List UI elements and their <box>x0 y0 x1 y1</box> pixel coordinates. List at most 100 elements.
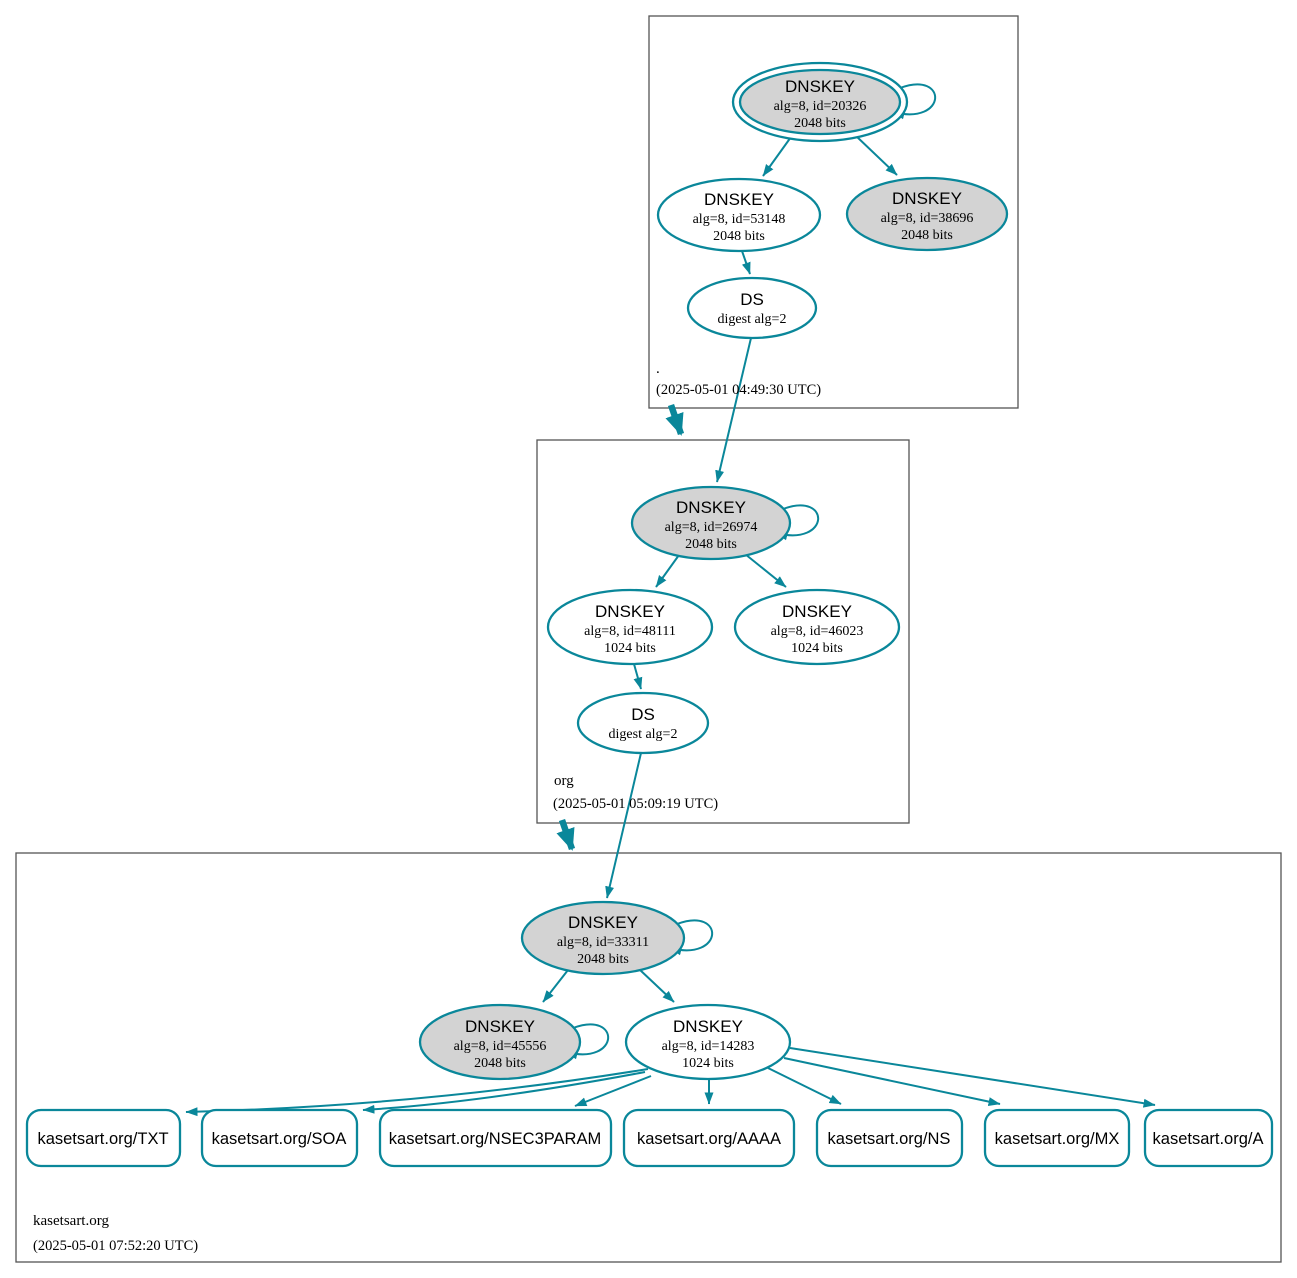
kasetsart-standby-bits: 2048 bits <box>474 1056 526 1071</box>
org-ksk-bits: 2048 bits <box>685 537 737 552</box>
org-zone-timestamp: (2025-05-01 05:09:19 UTC) <box>553 796 718 812</box>
root-standby-bits: 2048 bits <box>901 228 953 243</box>
edge-kasetsart-standby-self-loop <box>565 1023 610 1060</box>
kasetsart-standby-dnskey-node: DNSKEY alg=8, id=45556 2048 bits <box>418 1003 582 1081</box>
rrset-aaaa-box <box>622 1108 796 1168</box>
rrset-a-label: kasetsart.org/A <box>1153 1130 1264 1148</box>
root-ksk-dnskey-node: DNSKEY alg=8, id=20326 2048 bits <box>731 61 909 143</box>
org-zone-label: org <box>554 773 574 789</box>
kasetsart-zsk-title: DNSKEY <box>673 1017 743 1036</box>
rrset-soa-box <box>200 1108 359 1168</box>
kasetsart-ksk-detail: alg=8, id=33311 <box>557 935 649 950</box>
root-ds-title: DS <box>740 290 764 309</box>
rrset-ns-label: kasetsart.org/NS <box>828 1130 951 1148</box>
rrset-mx-box <box>983 1108 1131 1168</box>
kasetsart-zsk-bits: 1024 bits <box>682 1056 734 1071</box>
org-standby-bits: 1024 bits <box>791 641 843 656</box>
org-ds-node: DS digest alg=2 <box>576 691 710 755</box>
edge-delegation-root-to-org <box>665 403 685 436</box>
org-ksk-title: DNSKEY <box>676 498 746 517</box>
org-ds-ellipse <box>576 691 710 755</box>
kasetsart-ksk-dnskey-node: DNSKEY alg=8, id=33311 2048 bits <box>520 900 686 976</box>
root-zsk-bits: 2048 bits <box>713 229 765 244</box>
org-zsk-title: DNSKEY <box>595 602 665 621</box>
kasetsart-zsk-ellipse <box>624 1003 792 1081</box>
edge-delegation-org-to-kasetsart <box>556 818 576 851</box>
rrset-nsec3param-label: kasetsart.org/NSEC3PARAM <box>389 1130 601 1148</box>
edge-org-ksk-self-loop <box>775 504 820 541</box>
edges-org-zone <box>556 504 820 899</box>
root-zone-timestamp: (2025-05-01 04:49:30 UTC) <box>656 382 821 398</box>
org-zsk-dnskey-node: DNSKEY alg=8, id=48111 1024 bits <box>546 588 714 666</box>
edge-root-ksk-self-loop <box>892 83 937 120</box>
root-ksk-inner-ring <box>738 68 902 136</box>
org-ksk-dnskey-node: DNSKEY alg=8, id=26974 2048 bits <box>630 485 792 561</box>
edge-zsk-to-ns <box>767 1067 842 1105</box>
org-ds-detail: digest alg=2 <box>609 727 678 742</box>
edge-kasetsart-ksk-to-zsk <box>638 968 675 1003</box>
edge-root-ksk-to-zsk <box>762 136 792 177</box>
edge-org-ds-to-kasetsart-ksk <box>605 752 642 899</box>
kasetsart-zsk-dnskey-node: DNSKEY alg=8, id=14283 1024 bits <box>624 1003 792 1081</box>
rrset-a-box <box>1143 1108 1274 1168</box>
rrset-node-ns: kasetsart.org/NS <box>815 1108 964 1168</box>
root-zsk-ellipse <box>656 177 822 253</box>
org-zsk-ellipse <box>546 588 714 666</box>
rrset-soa-label: kasetsart.org/SOA <box>212 1130 347 1148</box>
kasetsart-zsk-detail: alg=8, id=14283 <box>662 1039 755 1054</box>
kasetsart-zone-label: kasetsart.org <box>33 1213 109 1229</box>
rrset-node-aaaa: kasetsart.org/AAAA <box>622 1108 796 1168</box>
kasetsart-ksk-ellipse <box>520 900 686 976</box>
rrset-txt-box <box>25 1108 182 1168</box>
root-ksk-bits: 2048 bits <box>794 116 846 131</box>
edge-zsk-to-mx <box>783 1057 1001 1107</box>
root-standby-ellipse <box>845 176 1009 252</box>
edge-root-ksk-to-standby <box>854 134 898 176</box>
org-ksk-detail: alg=8, id=26974 <box>665 520 758 535</box>
edge-zsk-to-a <box>789 1047 1156 1108</box>
edge-kasetsart-ksk-self-loop <box>669 919 714 956</box>
org-standby-dnskey-node: DNSKEY alg=8, id=46023 1024 bits <box>733 588 901 666</box>
org-ksk-ellipse <box>630 485 792 561</box>
rrset-txt-label: kasetsart.org/TXT <box>37 1130 168 1148</box>
kasetsart-ksk-title: DNSKEY <box>568 913 638 932</box>
rrset-aaaa-label: kasetsart.org/AAAA <box>637 1130 781 1148</box>
edge-root-ds-to-org-ksk <box>715 337 752 483</box>
org-zsk-detail: alg=8, id=48111 <box>584 624 676 639</box>
rrset-node-soa: kasetsart.org/SOA <box>200 1108 359 1168</box>
org-ds-title: DS <box>631 705 655 724</box>
edges-root-zone <box>665 83 937 483</box>
edge-zsk-to-soa <box>362 1071 646 1114</box>
rrset-node-a: kasetsart.org/A <box>1143 1108 1274 1168</box>
kasetsart-standby-title: DNSKEY <box>465 1017 535 1036</box>
root-standby-detail: alg=8, id=38696 <box>881 211 974 226</box>
org-zsk-bits: 1024 bits <box>604 641 656 656</box>
kasetsart-zone-timestamp: (2025-05-01 07:52:20 UTC) <box>33 1238 198 1254</box>
org-standby-ellipse <box>733 588 901 666</box>
rrset-node-nsec3param: kasetsart.org/NSEC3PARAM <box>378 1108 613 1168</box>
root-ksk-title: DNSKEY <box>785 77 855 96</box>
rrset-ns-box <box>815 1108 964 1168</box>
kasetsart-standby-ellipse <box>418 1003 582 1081</box>
root-zsk-dnskey-node: DNSKEY alg=8, id=53148 2048 bits <box>656 177 822 253</box>
root-standby-dnskey-node: DNSKEY alg=8, id=38696 2048 bits <box>845 176 1009 252</box>
edge-root-zsk-to-ds <box>741 250 751 275</box>
rrset-node-txt: kasetsart.org/TXT <box>25 1108 182 1168</box>
kasetsart-standby-detail: alg=8, id=45556 <box>454 1039 547 1054</box>
edge-org-ksk-to-zsk <box>655 554 680 588</box>
root-zsk-detail: alg=8, id=53148 <box>693 212 786 227</box>
root-ds-ellipse <box>686 276 818 340</box>
org-standby-detail: alg=8, id=46023 <box>771 624 864 639</box>
rrset-nodes: kasetsart.org/TXT kasetsart.org/SOA kase… <box>25 1108 1274 1168</box>
rrset-mx-label: kasetsart.org/MX <box>995 1130 1120 1148</box>
edge-zsk-to-nsec3param <box>574 1075 652 1107</box>
kasetsart-ksk-bits: 2048 bits <box>577 952 629 967</box>
edge-org-ksk-to-standby <box>744 553 787 588</box>
root-ds-detail: digest alg=2 <box>718 312 787 327</box>
root-ksk-detail: alg=8, id=20326 <box>774 99 867 114</box>
edge-org-zsk-to-ds <box>633 663 643 690</box>
root-ds-node: DS digest alg=2 <box>686 276 818 340</box>
root-zone-label: . <box>656 361 660 377</box>
edge-kasetsart-ksk-to-standby <box>542 969 569 1003</box>
